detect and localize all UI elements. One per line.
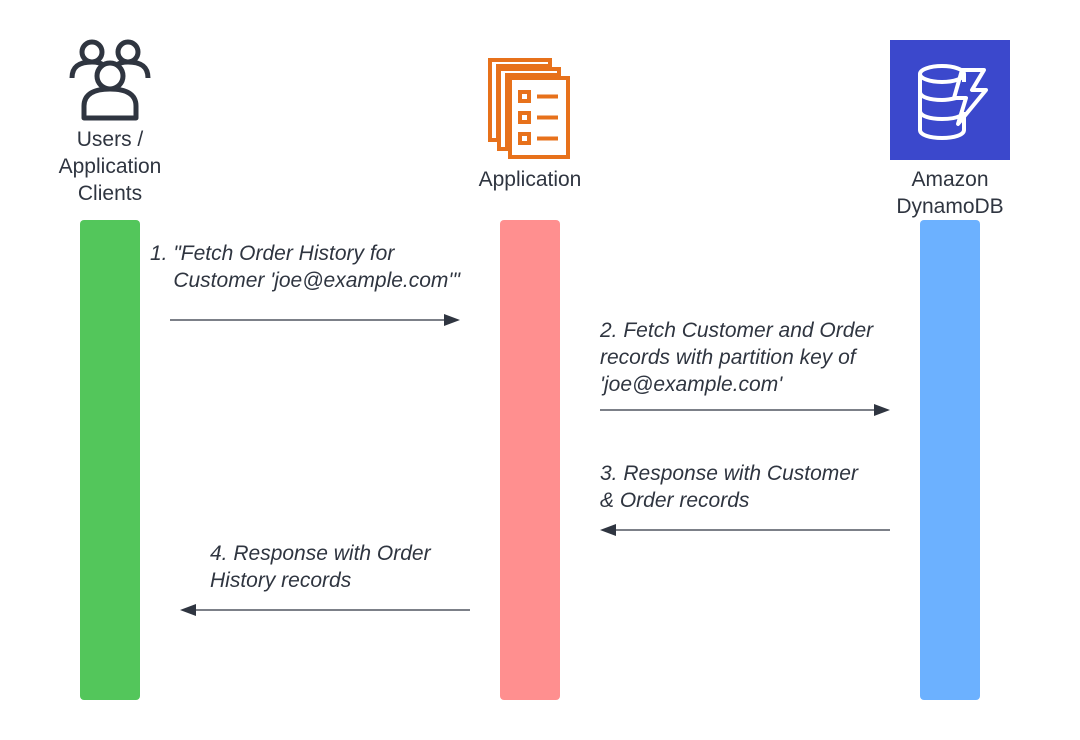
message-label-4: 4. Response with Order History records [210, 542, 431, 592]
lifeline-application [500, 220, 560, 700]
message-label-1: 1. "Fetch Order History for Customer 'jo… [150, 242, 460, 292]
message-label-2: 2. Fetch Customer and Order records with… [600, 319, 874, 396]
message-label-3: 3. Response with Customer & Order record… [600, 462, 858, 512]
actor-label-application: Application [478, 168, 582, 191]
actor-label-users: Users / Application Clients [58, 128, 162, 205]
dynamodb-icon [890, 40, 1010, 160]
lifeline-dynamodb [920, 220, 980, 700]
application-icon [488, 58, 570, 159]
users-icon [69, 39, 151, 121]
lifeline-users [80, 220, 140, 700]
actor-label-dynamodb: Amazon DynamoDB [896, 168, 1004, 218]
